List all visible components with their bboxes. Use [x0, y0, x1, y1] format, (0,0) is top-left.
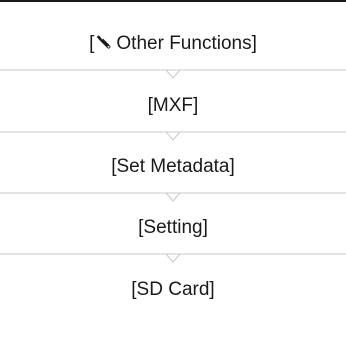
step-label: Other Functions]	[116, 33, 257, 54]
flow-divider	[0, 68, 346, 80]
flow-divider	[0, 130, 346, 142]
step-label: [MXF]	[147, 95, 199, 116]
wrench-icon	[97, 35, 111, 49]
menu-path-step-setting: [Setting]	[0, 216, 346, 240]
menu-path-step-mxf: [MXF]	[0, 94, 346, 118]
flow-divider	[0, 191, 346, 203]
step-label: [SD Card]	[131, 279, 215, 300]
menu-path-step-other-functions: [ Other Functions]	[0, 32, 346, 56]
step-label: [Setting]	[138, 217, 208, 238]
menu-path-step-set-metadata: [Set Metadata]	[0, 155, 346, 179]
step-prefix: [	[89, 33, 95, 54]
top-rule	[0, 0, 346, 2]
menu-path-step-sd-card: [SD Card]	[0, 278, 346, 302]
flow-divider	[0, 252, 346, 264]
step-label: [Set Metadata]	[111, 156, 235, 177]
